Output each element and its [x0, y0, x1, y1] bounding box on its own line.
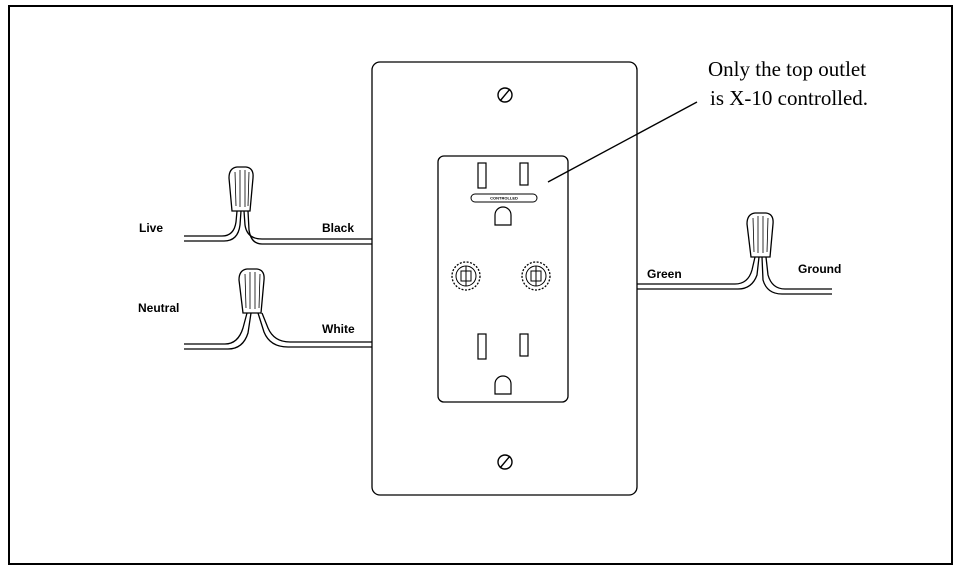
wire-nut-icon: [228, 166, 254, 212]
controlled-badge: [470, 193, 538, 203]
top-outlet-slot-right: [519, 162, 529, 186]
top-outlet: CONTROLLED: [470, 162, 538, 226]
neutral-white-wire-connection: [184, 268, 372, 350]
neutral-label: Neutral: [138, 301, 179, 315]
green-label: Green: [647, 267, 682, 281]
unit-code-dial-icon: [521, 261, 551, 291]
top-screw-icon: [497, 87, 513, 103]
wire-nut-icon: [238, 268, 265, 314]
top-outlet-ground-hole: [494, 206, 512, 226]
white-label: White: [322, 322, 355, 336]
note-line-2: is X-10 controlled.: [710, 86, 868, 110]
green-ground-wire-connection: [637, 212, 832, 295]
bottom-outlet-slot-left: [477, 333, 487, 360]
receptacle-body: [437, 155, 569, 403]
bottom-outlet: [477, 333, 529, 395]
live-black-wire-connection: [184, 166, 372, 245]
note-line-1: Only the top outlet: [708, 57, 866, 81]
top-outlet-slot-left: [477, 162, 487, 189]
wiring-diagram: CONTROLLED: [138, 57, 868, 496]
house-code-dial-icon: [451, 261, 481, 291]
black-label: Black: [322, 221, 354, 235]
bottom-outlet-slot-right: [519, 333, 529, 357]
live-label: Live: [139, 221, 163, 235]
bottom-outlet-ground-hole: [494, 375, 512, 395]
wire-nut-icon: [746, 212, 774, 258]
callout-leader-line: [547, 101, 698, 183]
bottom-screw-icon: [497, 454, 513, 470]
controlled-badge-label: CONTROLLED: [490, 196, 518, 201]
ground-label: Ground: [798, 262, 841, 276]
